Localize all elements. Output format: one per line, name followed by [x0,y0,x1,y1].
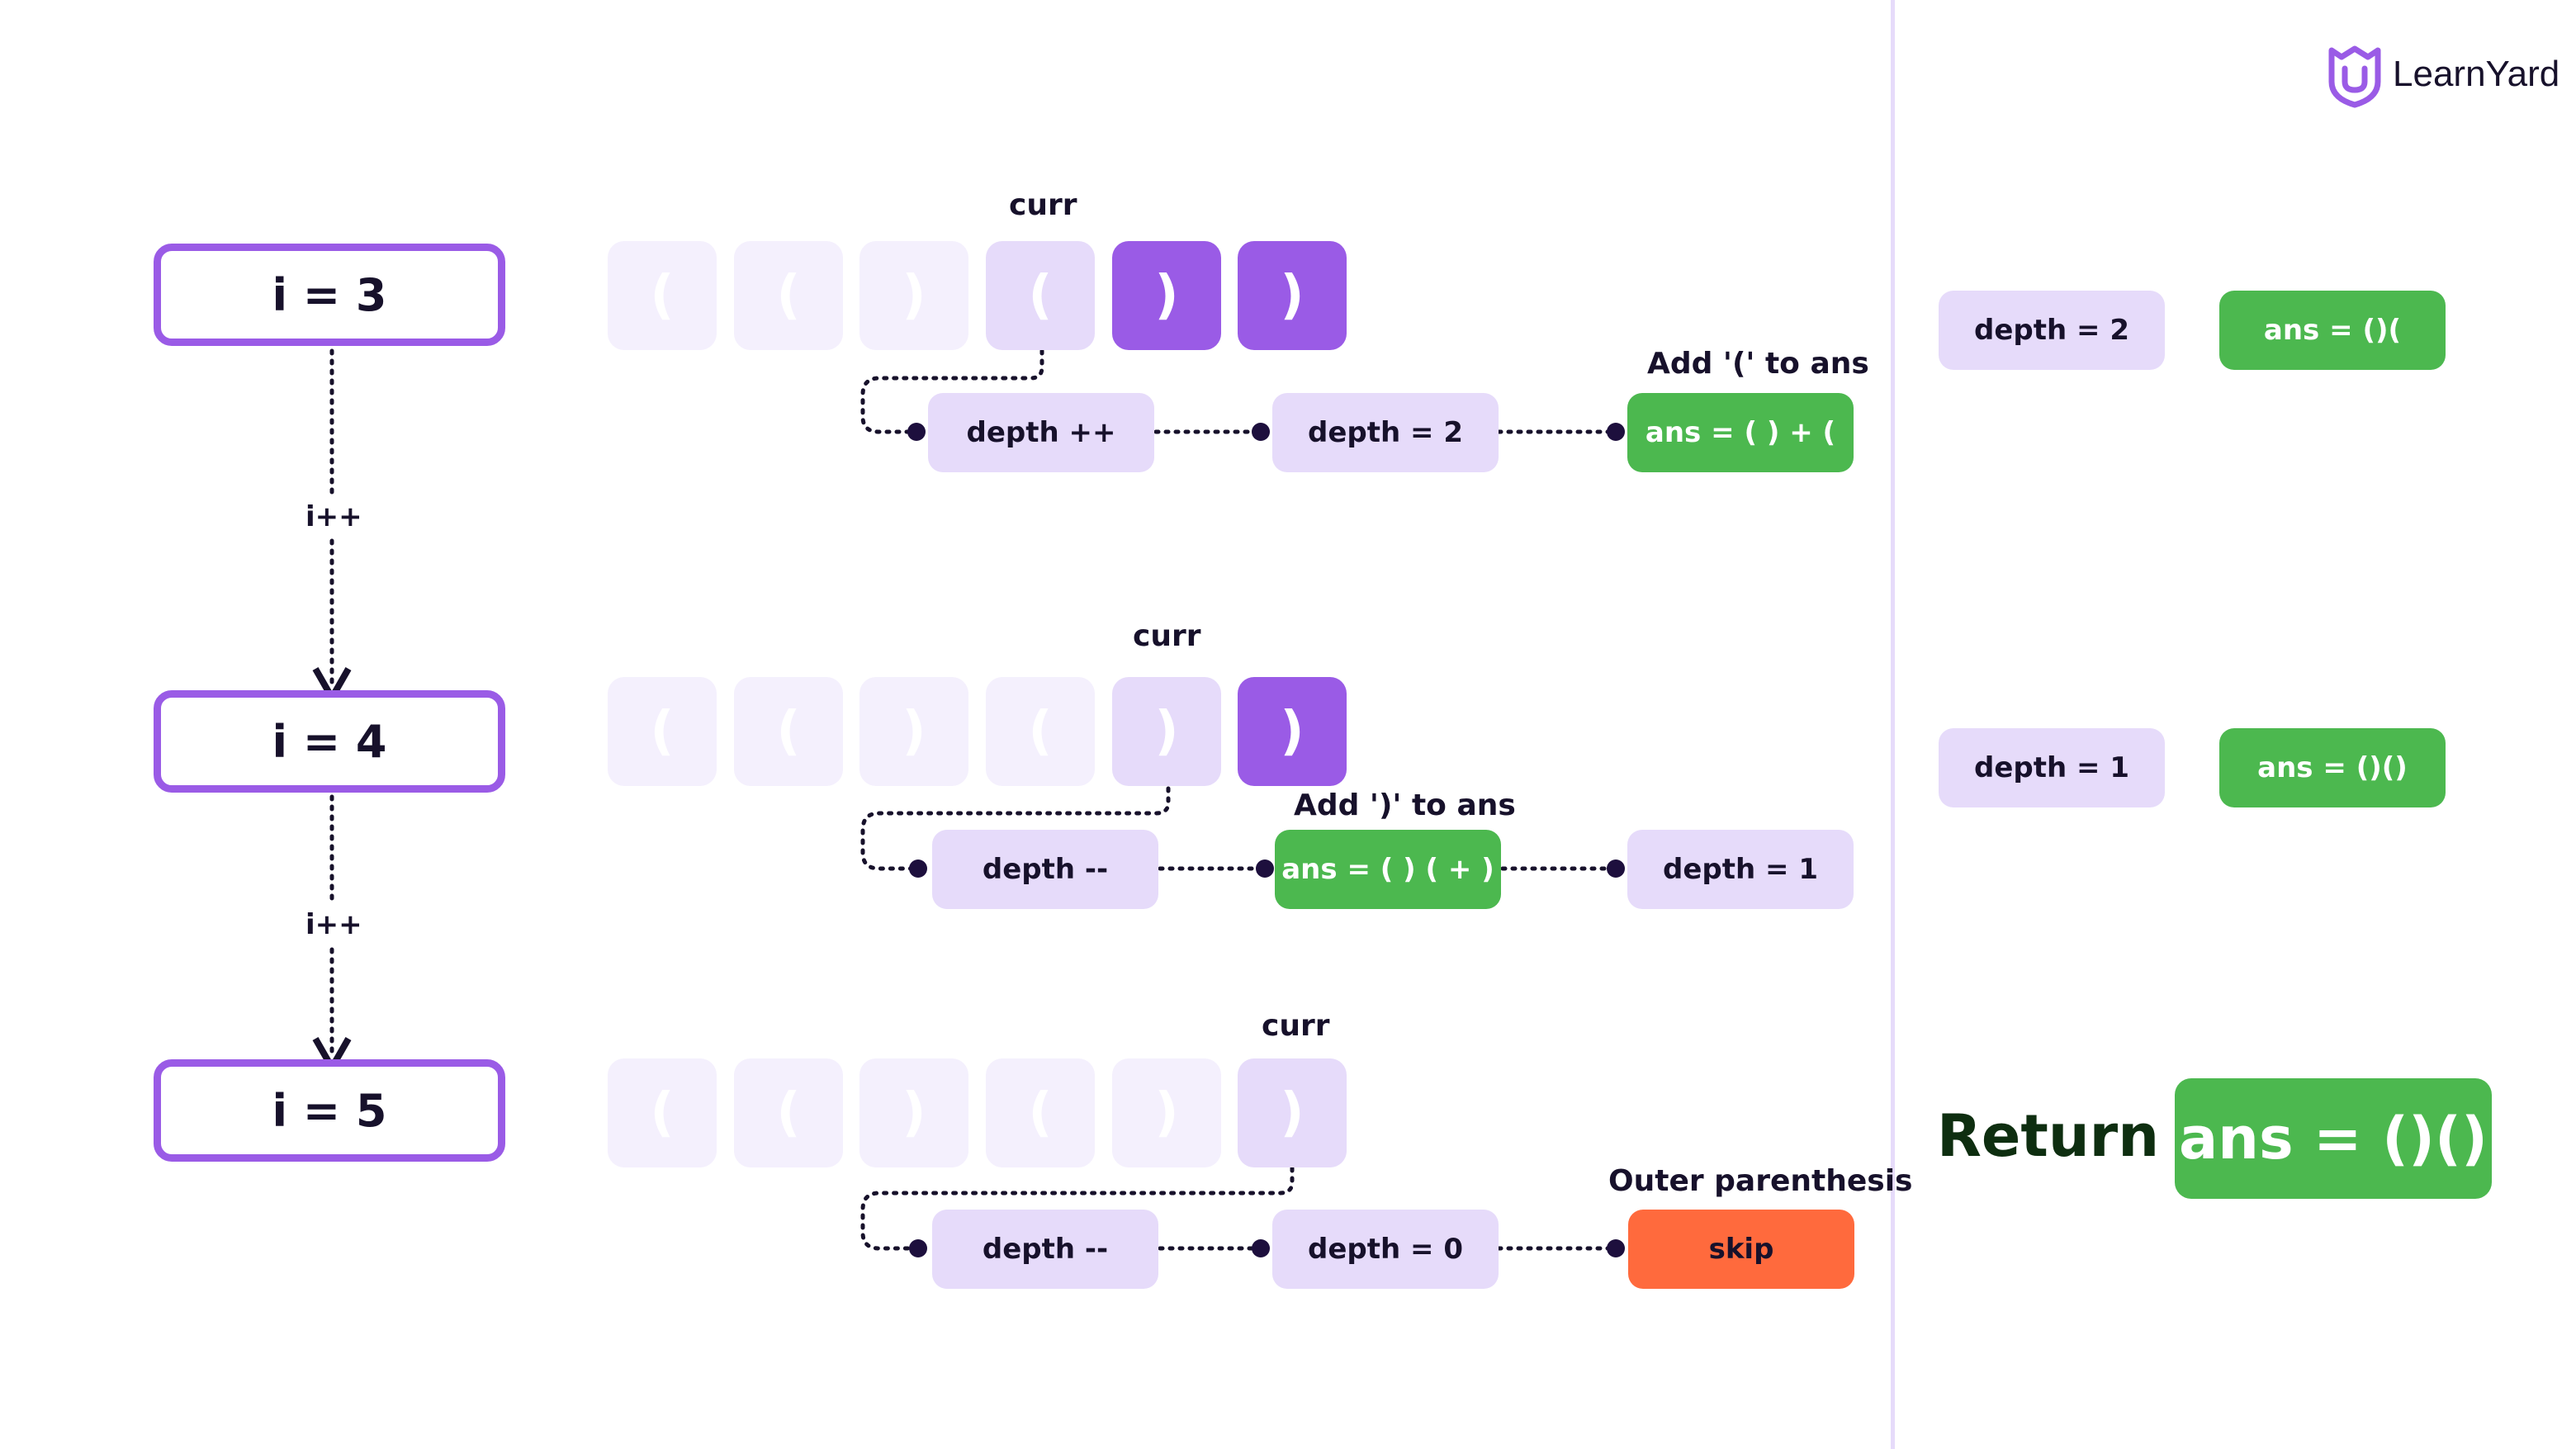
depth-value-pill: depth = 2 [1272,393,1499,472]
depth-decrement-pill: depth -- [932,1210,1158,1289]
string-cell: ( [986,677,1095,786]
string-cell: ( [734,1058,843,1167]
step1-curr-link [860,348,1044,434]
ans-update-pill: ans = ( ) ( + ) [1275,830,1501,909]
string-cell: ) [859,241,968,350]
string-cell: ( [608,1058,717,1167]
string-cell: ( [608,241,717,350]
depth-value-pill: depth = 1 [1627,830,1854,909]
string-cell: ) [1238,241,1347,350]
state-depth-pill: depth = 2 [1939,291,2165,370]
return-value-box: ans = ()() [2175,1078,2492,1199]
iteration-box-i3: i = 3 [154,244,505,346]
string-cell: ) [1112,241,1221,350]
state-ans-pill: ans = ()( [2219,291,2446,370]
increment-label: i++ [305,500,362,533]
string-cell: ) [859,1058,968,1167]
state-ans-pill: ans = ()() [2219,728,2446,807]
increment-label: i++ [305,908,362,941]
state-depth-pill: depth = 1 [1939,728,2165,807]
depth-decrement-pill: depth -- [932,830,1158,909]
string-cell: ( [986,1058,1095,1167]
curr-label: curr [1133,619,1201,653]
current-string-cell: ) [1238,1058,1347,1167]
learnyard-shield-icon [2328,45,2381,108]
string-cell: ) [859,677,968,786]
return-label: Return : [1937,1102,2203,1170]
flow-note: Add ')' to ans [1294,788,1516,822]
curr-label: curr [1262,1009,1330,1043]
panel-divider [1891,0,1895,1449]
step3-curr-link [860,1166,1295,1251]
iteration-box-i5: i = 5 [154,1059,505,1162]
current-string-cell: ) [1112,677,1221,786]
string-cell: ( [734,677,843,786]
string-cell: ( [608,677,717,786]
iteration-box-i4: i = 4 [154,690,505,793]
string-cell: ) [1112,1058,1221,1167]
string-cell: ( [734,241,843,350]
flow-note: Outer parenthesis [1608,1164,1913,1198]
step2-curr-link [860,786,1171,871]
flow-note: Add '(' to ans [1647,347,1869,381]
ans-update-pill: ans = ( ) + ( [1627,393,1854,472]
current-string-cell: ( [986,241,1095,350]
curr-label: curr [1009,188,1077,222]
depth-value-pill: depth = 0 [1272,1210,1499,1289]
depth-increment-pill: depth ++ [928,393,1154,472]
brand-name: LearnYard [2393,54,2560,94]
skip-pill: skip [1628,1210,1854,1289]
learnyard-logo: LearnYard [2327,45,2566,108]
string-cell: ) [1238,677,1347,786]
